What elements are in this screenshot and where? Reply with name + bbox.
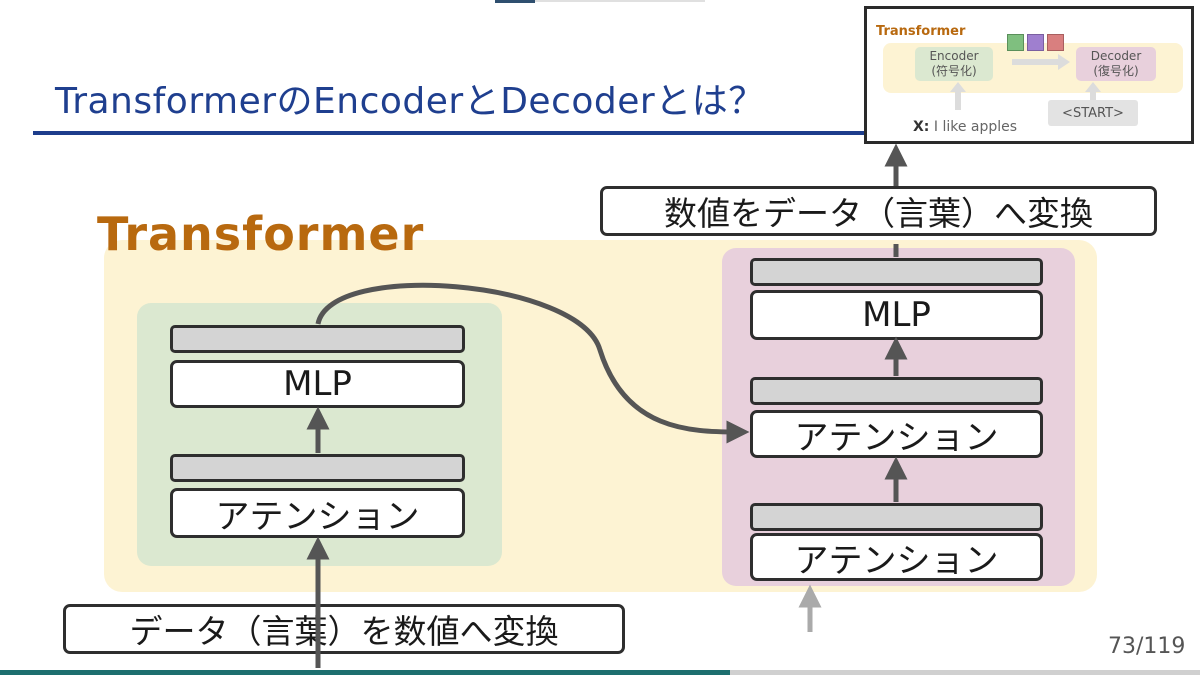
thumbnail-encoder: Encoder (符号化): [915, 47, 993, 81]
top-progress-indicator: [495, 0, 535, 3]
input-embedding-box: データ（言葉）を数値へ変換: [63, 604, 625, 654]
thumbnail-input-sentence: X: I like apples: [913, 119, 1017, 135]
thumbnail-vector-red: [1047, 34, 1064, 51]
thumbnail-encoder-sub: (符号化): [931, 64, 977, 78]
encoder-norm-bar-lower: [170, 454, 465, 482]
thumbnail-title: Transformer: [876, 24, 966, 39]
thumbnail-decoder: Decoder (復号化): [1076, 47, 1156, 81]
thumbnail-x-prefix: X:: [913, 119, 930, 135]
thumbnail-decoder-label: Decoder: [1090, 49, 1142, 63]
thumbnail-encoder-label: Encoder: [929, 49, 979, 63]
decoder-norm-bar-bottom: [750, 503, 1043, 531]
output-conversion-box: 数値をデータ（言葉）へ変換: [600, 186, 1157, 236]
thumbnail-vector-purple: [1027, 34, 1044, 51]
decoder-norm-bar-middle: [750, 377, 1043, 405]
title-underline: [33, 131, 865, 135]
decoder-norm-bar-top: [750, 258, 1043, 286]
thumbnail-x-text: I like apples: [933, 119, 1018, 135]
encoder-mlp-block: MLP: [170, 360, 465, 408]
arrow-encoder-to-decoder: [315, 282, 750, 444]
thumbnail-decoder-sub: (復号化): [1093, 64, 1139, 78]
thumbnail-arrow-encoder-up-head: [950, 82, 966, 92]
encoder-attention-block: アテンション: [170, 488, 465, 538]
thumbnail-arrow-right-head: [1058, 54, 1070, 70]
thumbnail-vector-green: [1007, 34, 1024, 51]
transformer-label: Transformer: [97, 207, 425, 261]
slide-title: TransformerのEncoderとDecoderとは？: [55, 81, 765, 122]
top-progress-track: [495, 0, 705, 2]
decoder-cross-attention-block: アテンション: [750, 410, 1043, 458]
thumbnail-start-token: <START>: [1048, 100, 1138, 126]
page-number: 73/119: [1108, 634, 1186, 659]
encoder-norm-bar-upper: [170, 325, 465, 353]
decoder-self-attention-block: アテンション: [750, 533, 1043, 581]
bottom-progress-indicator: [0, 670, 730, 675]
thumbnail-arrow-decoder-up-head: [1085, 82, 1101, 92]
